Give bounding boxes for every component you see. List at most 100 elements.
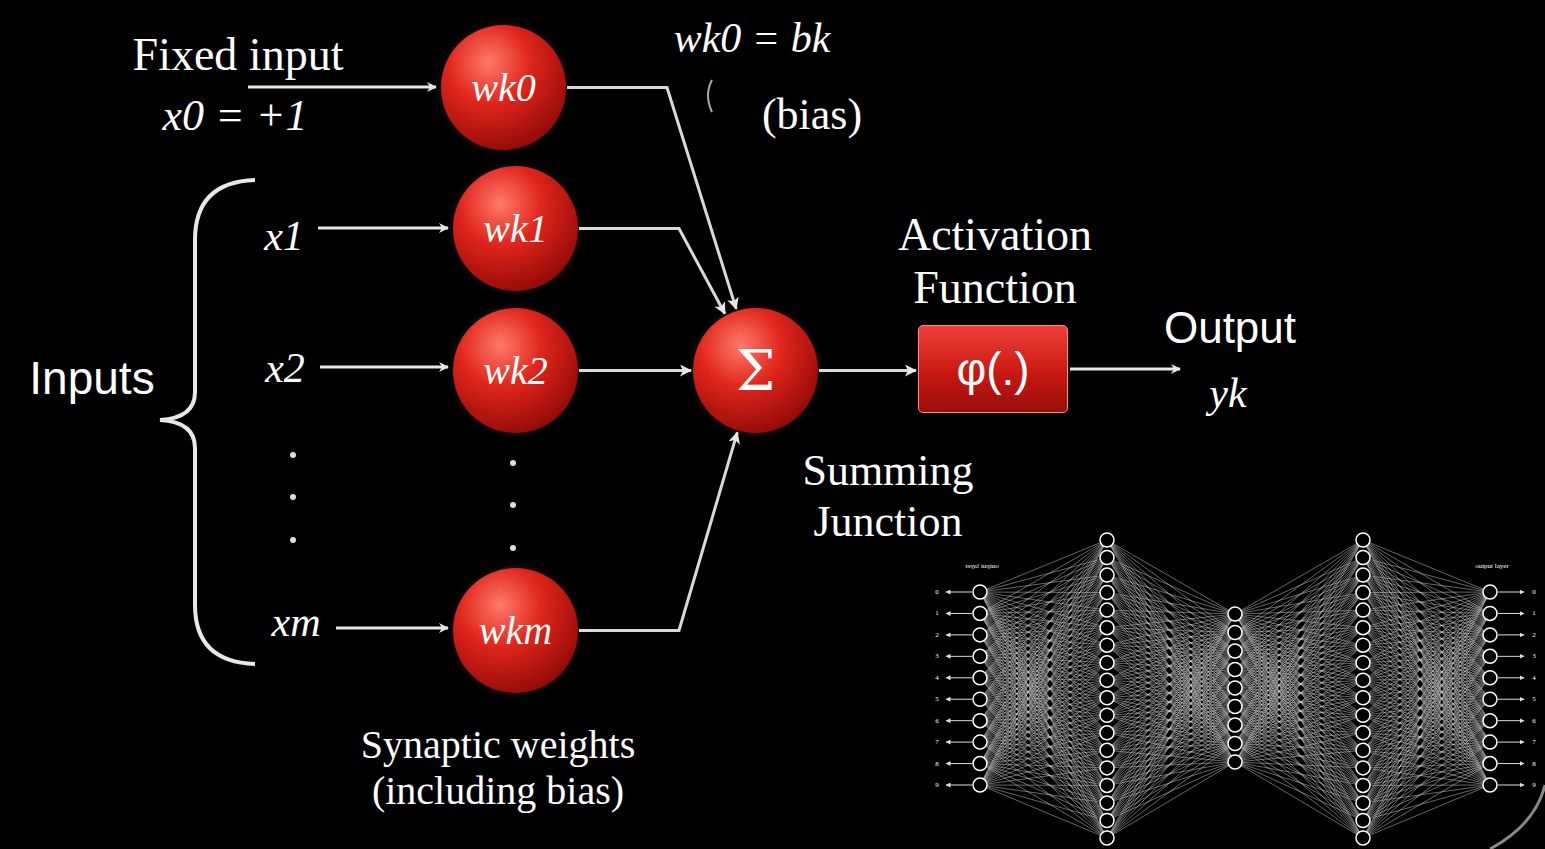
network-link xyxy=(1107,762,1235,820)
network-link xyxy=(980,715,1107,785)
network-link xyxy=(1363,575,1490,763)
network-link xyxy=(1363,592,1490,820)
network-link xyxy=(1235,762,1363,838)
network-link xyxy=(1107,633,1235,839)
network-io-arrow xyxy=(1498,592,1524,593)
network-link xyxy=(1235,715,1363,762)
network-link xyxy=(1363,678,1490,821)
network-link xyxy=(1363,750,1490,785)
network-link xyxy=(980,593,1107,721)
network-neuron xyxy=(1356,813,1370,827)
network-neuron xyxy=(1100,673,1114,687)
connector xyxy=(567,88,736,309)
network-link xyxy=(980,785,1107,820)
network-link xyxy=(980,678,1107,838)
network-link xyxy=(1363,540,1490,764)
network-neuron xyxy=(1100,621,1114,635)
network-link xyxy=(1107,762,1235,838)
network-link xyxy=(1363,575,1490,592)
network-link xyxy=(1107,744,1235,786)
network-io-arrow xyxy=(1498,613,1524,614)
network-link xyxy=(980,613,1107,802)
activation-box: φ(.) xyxy=(918,325,1068,413)
text-label: Fixed input xyxy=(133,29,344,82)
network-link xyxy=(980,628,1107,742)
text-label: x2 xyxy=(265,344,305,392)
network-neuron xyxy=(1356,761,1370,775)
network-link xyxy=(1235,733,1363,762)
network-link xyxy=(980,610,1107,785)
network-link xyxy=(980,592,1107,610)
network-link xyxy=(1235,610,1363,762)
weight-circle: wkm xyxy=(453,568,578,693)
network-neuron xyxy=(1100,568,1114,582)
network-neuron xyxy=(1100,603,1114,617)
network-io-arrow xyxy=(946,656,972,657)
network-neuron xyxy=(1483,714,1497,728)
network-neuron xyxy=(1356,603,1370,617)
network-link xyxy=(1363,742,1490,785)
network-link xyxy=(1235,593,1363,707)
network-neuron xyxy=(1100,656,1114,670)
network-io-arrow xyxy=(1498,720,1524,721)
network-link xyxy=(1107,670,1235,768)
network-link xyxy=(1363,592,1490,803)
network-neuron xyxy=(1356,796,1370,810)
network-link xyxy=(1235,558,1363,670)
network-link xyxy=(1107,762,1235,803)
network-link xyxy=(1107,688,1235,803)
network-label: 4 xyxy=(935,674,939,682)
network-io-arrow xyxy=(946,720,972,721)
network-link xyxy=(1363,592,1490,680)
network-link xyxy=(1363,613,1490,838)
text-label: xm xyxy=(272,598,321,646)
network-io-arrow xyxy=(946,763,972,764)
network-link xyxy=(980,558,1107,743)
network-link xyxy=(1363,656,1490,785)
summing-circle: Σ xyxy=(693,308,818,433)
network-neuron xyxy=(1483,585,1497,599)
network-link xyxy=(1235,628,1363,670)
network-label: 0 xyxy=(1532,588,1536,596)
network-neuron xyxy=(1100,691,1114,705)
network-label: 5 xyxy=(935,695,939,703)
network-link xyxy=(980,785,1107,803)
network-link xyxy=(1363,785,1490,838)
network-link xyxy=(1363,785,1490,803)
network-link xyxy=(1107,744,1235,839)
network-link xyxy=(1107,725,1235,768)
network-link xyxy=(1363,613,1490,820)
network-neuron xyxy=(1356,638,1370,652)
network-neuron xyxy=(973,714,987,728)
network-link xyxy=(1363,558,1490,743)
network-link xyxy=(980,592,1107,803)
network-neuron xyxy=(1100,831,1114,845)
network-io-arrow xyxy=(1498,763,1524,764)
network-link xyxy=(1107,593,1235,614)
network-link xyxy=(1107,633,1235,803)
network-link xyxy=(1235,540,1363,688)
network-neuron xyxy=(973,671,987,685)
network-link xyxy=(1235,593,1363,725)
network-neuron xyxy=(1356,673,1370,687)
network-link xyxy=(980,610,1107,699)
network-link xyxy=(1363,678,1490,768)
network-neuron xyxy=(1483,757,1497,771)
network-link xyxy=(1363,764,1490,821)
network-link xyxy=(1107,688,1235,838)
text-label: x1 xyxy=(264,212,304,260)
network-io-arrow xyxy=(946,785,972,786)
network-link xyxy=(1363,764,1490,838)
network-link xyxy=(980,613,1107,838)
network-link xyxy=(980,575,1107,613)
network-neuron xyxy=(1356,656,1370,670)
network-link xyxy=(1363,592,1490,594)
network-link xyxy=(1235,575,1363,688)
network-neuron xyxy=(1228,681,1242,695)
network-neuron xyxy=(973,757,987,771)
network-link xyxy=(1107,707,1235,839)
network-label: 2 xyxy=(1532,631,1536,639)
output-arrow xyxy=(1070,368,1180,371)
network-io-arrow xyxy=(946,634,972,635)
network-label: 1 xyxy=(935,609,939,617)
